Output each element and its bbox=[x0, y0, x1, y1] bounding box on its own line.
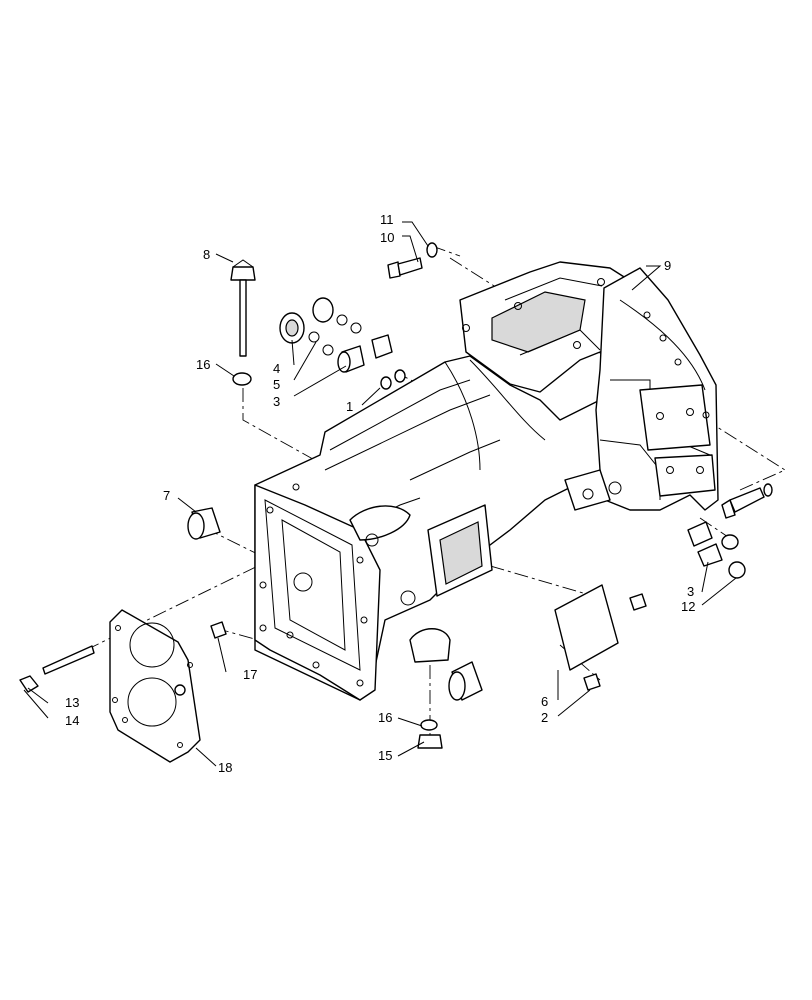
stud-13 bbox=[42, 645, 95, 675]
bushing-lower bbox=[448, 661, 483, 701]
seal-ring-lower bbox=[420, 719, 438, 731]
cover-bolt-2 bbox=[583, 673, 601, 691]
snap-ring-b bbox=[322, 344, 334, 356]
callout-4: 4 bbox=[273, 361, 280, 376]
callout-5: 5 bbox=[273, 377, 280, 392]
callout-8: 8 bbox=[203, 247, 210, 262]
snap-ring-d bbox=[350, 322, 362, 334]
seal-ring-upper bbox=[232, 372, 252, 386]
ring-12 bbox=[728, 561, 746, 579]
housing-bolt-holes bbox=[259, 278, 710, 687]
leader-lines bbox=[23, 221, 737, 767]
callout-12: 12 bbox=[681, 599, 695, 614]
snap-ring-a bbox=[308, 331, 320, 343]
callout-1: 1 bbox=[346, 399, 353, 414]
callout-2: 2 bbox=[541, 710, 548, 725]
cover-plate-6 bbox=[554, 584, 619, 671]
callout-3-upper: 3 bbox=[273, 394, 280, 409]
washer-11 bbox=[426, 242, 438, 258]
callout-3-right: 3 bbox=[687, 584, 694, 599]
bolt-right bbox=[721, 483, 773, 519]
transmission-housing bbox=[254, 261, 719, 701]
callout-11: 11 bbox=[380, 212, 394, 227]
snap-ring-c bbox=[336, 314, 348, 326]
callout-16-lower: 16 bbox=[378, 710, 392, 725]
washer-1 bbox=[380, 376, 392, 390]
bushing-right-a bbox=[687, 521, 713, 547]
cover-bolt-upper bbox=[629, 593, 647, 611]
washer-1b bbox=[394, 369, 406, 383]
callout-labels: 1 2 3 3 4 5 6 7 8 9 10 11 12 13 14 15 16… bbox=[65, 212, 695, 775]
callout-14: 14 bbox=[65, 713, 79, 728]
callout-10: 10 bbox=[380, 230, 394, 245]
callout-6: 6 bbox=[541, 694, 548, 709]
callout-15: 15 bbox=[378, 748, 392, 763]
callout-13: 13 bbox=[65, 695, 79, 710]
callout-9: 9 bbox=[664, 258, 671, 273]
cover-plate-18 bbox=[109, 609, 201, 763]
ring-right-a bbox=[721, 534, 739, 550]
bushing-right-b bbox=[697, 543, 723, 567]
bushing-upper bbox=[279, 312, 305, 344]
bushing-7 bbox=[187, 507, 221, 540]
callout-18: 18 bbox=[218, 760, 232, 775]
bushing-mid-rear bbox=[371, 334, 393, 359]
nut-14 bbox=[19, 675, 39, 693]
bolt-10 bbox=[387, 257, 423, 279]
drain-plug bbox=[417, 734, 443, 749]
callout-17: 17 bbox=[243, 667, 257, 682]
dipstick bbox=[230, 259, 256, 357]
bushing-mid bbox=[337, 345, 365, 373]
callout-7: 7 bbox=[163, 488, 170, 503]
bushing-upper-rear bbox=[312, 297, 334, 323]
callout-16-upper: 16 bbox=[196, 357, 210, 372]
pin-17 bbox=[210, 621, 227, 639]
